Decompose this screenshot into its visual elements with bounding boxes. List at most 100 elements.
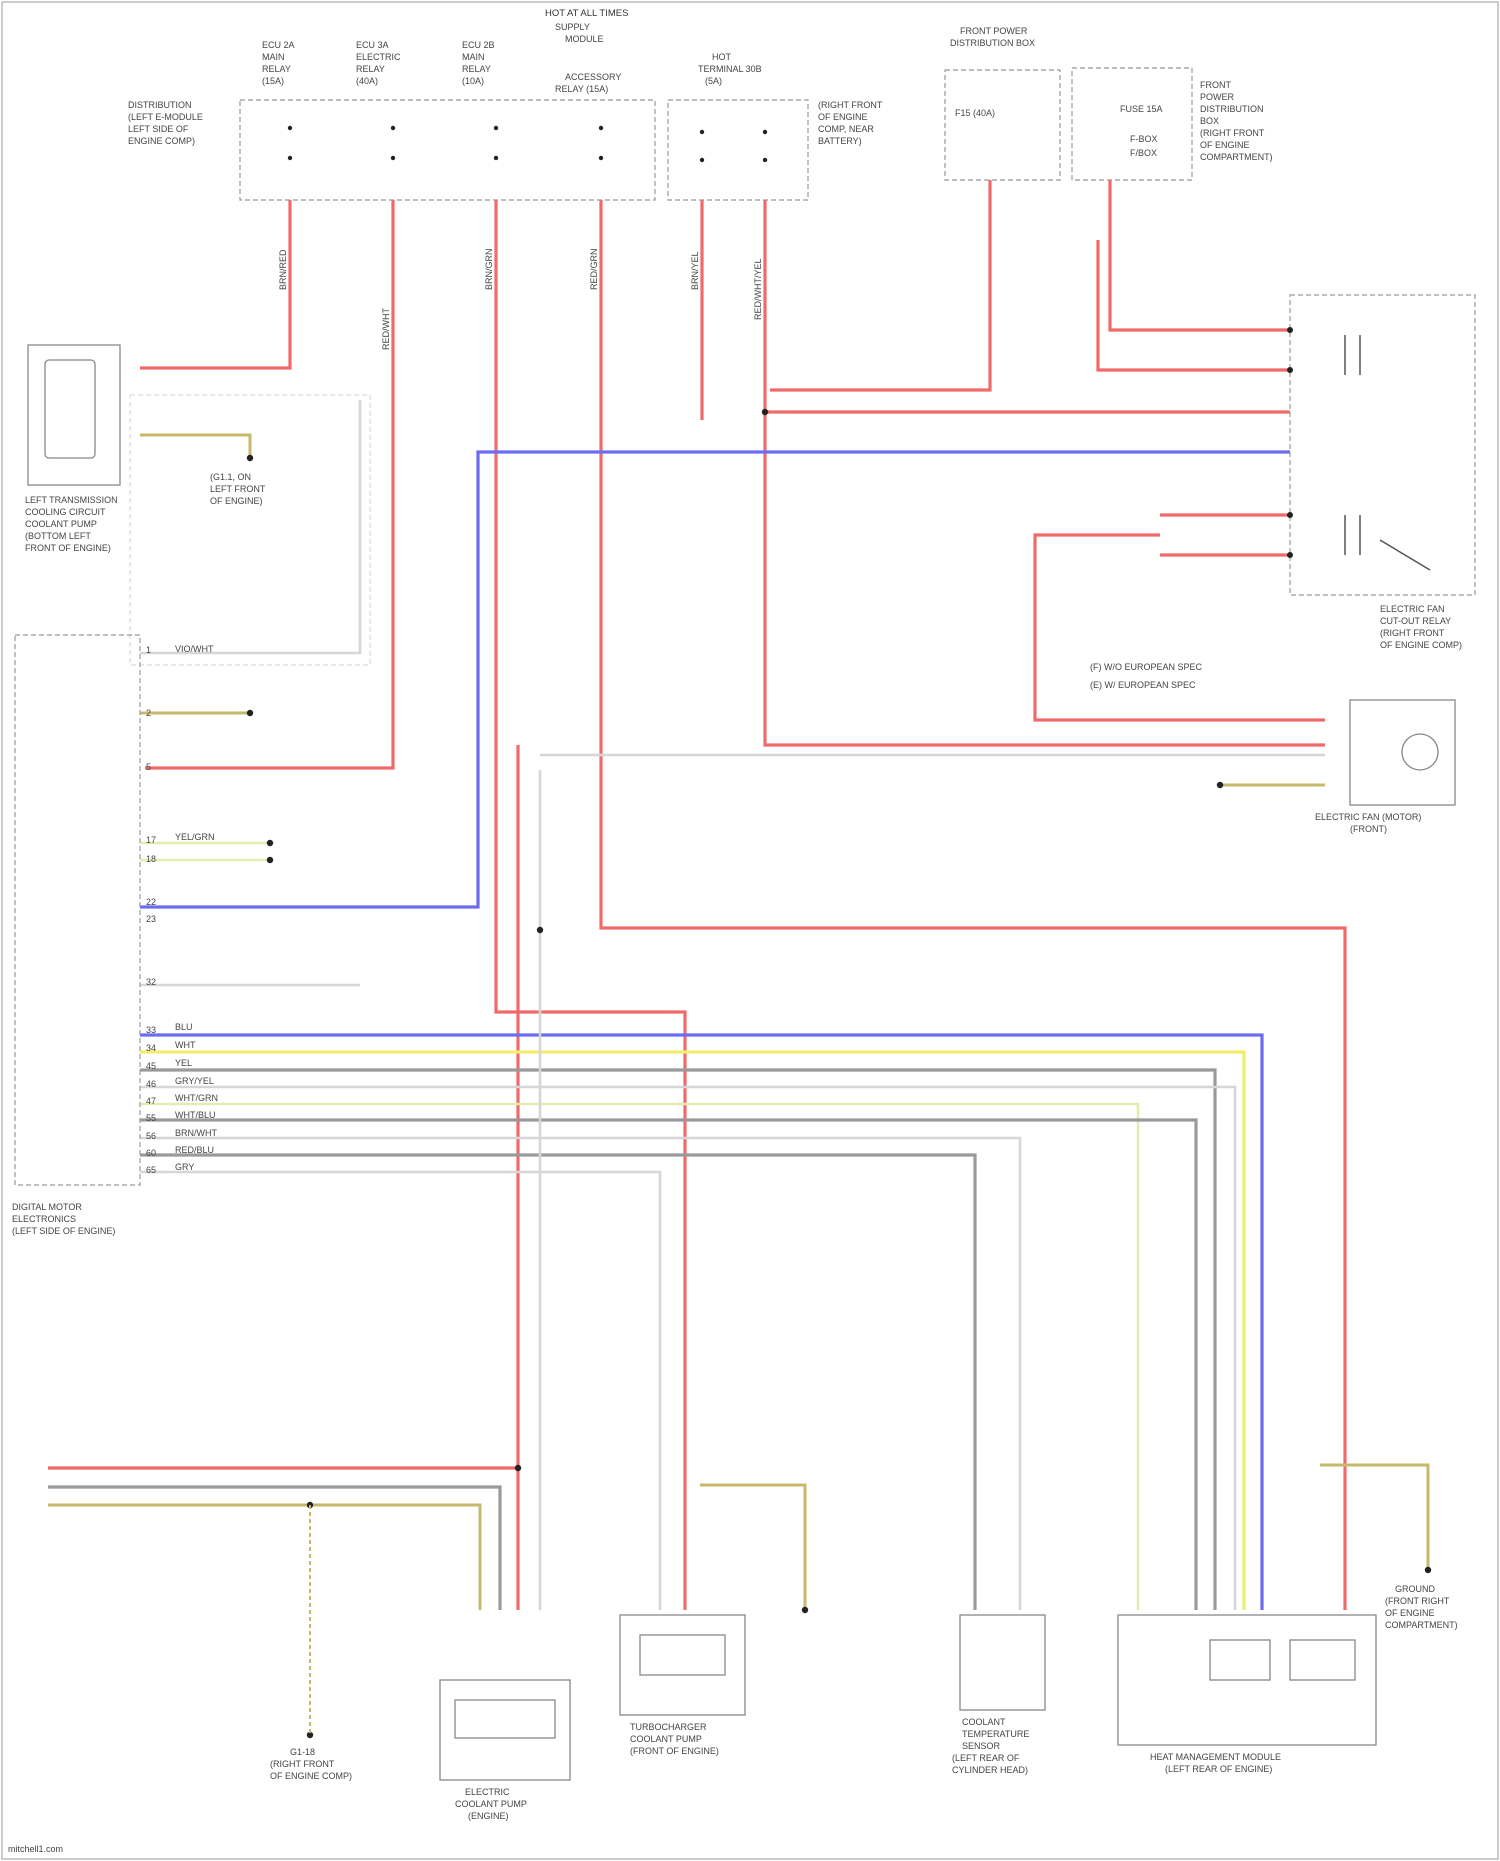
left-ground-label: (G1.1, ON LEFT FRONT OF ENGINE) xyxy=(210,472,266,506)
svg-text:LEFT FRONT: LEFT FRONT xyxy=(210,484,266,494)
relay-box-right-note: (RIGHT FRONT OF ENGINE COMP, NEAR BATTER… xyxy=(818,100,883,146)
svg-text:WHT/BLU: WHT/BLU xyxy=(175,1110,216,1120)
left-coolant-pump-box xyxy=(28,345,120,485)
svg-text:TEMPERATURE: TEMPERATURE xyxy=(962,1729,1029,1739)
svg-text:RED/WHT: RED/WHT xyxy=(381,308,391,350)
svg-text:65: 65 xyxy=(146,1165,156,1175)
svg-text:BRN/WHT: BRN/WHT xyxy=(175,1128,217,1138)
subtitle-supply: SUPPLY xyxy=(555,22,590,32)
svg-text:ELECTRIC: ELECTRIC xyxy=(465,1787,510,1797)
svg-text:LEFT TRANSMISSION: LEFT TRANSMISSION xyxy=(25,495,118,505)
svg-text:OF ENGINE COMP): OF ENGINE COMP) xyxy=(1380,640,1462,650)
fan-relay-contacts xyxy=(1287,327,1430,570)
electric-fan-label: ELECTRIC FAN (MOTOR) (FRONT) xyxy=(1315,812,1421,834)
svg-text:(ENGINE): (ENGINE) xyxy=(468,1811,509,1821)
svg-text:LEFT SIDE OF: LEFT SIDE OF xyxy=(128,124,189,134)
svg-text:OF ENGINE COMP): OF ENGINE COMP) xyxy=(270,1771,352,1781)
diagram-title: HOT AT ALL TIMES xyxy=(545,8,628,19)
svg-text:34: 34 xyxy=(146,1043,156,1053)
turbo-coolant-pump-label: TURBOCHARGER COOLANT PUMP (FRONT OF ENGI… xyxy=(630,1722,719,1756)
svg-text:WHT/GRN: WHT/GRN xyxy=(175,1093,218,1103)
svg-text:BATTERY): BATTERY) xyxy=(818,136,862,146)
svg-text:33: 33 xyxy=(146,1025,156,1035)
svg-text:(RIGHT FRONT: (RIGHT FRONT xyxy=(1200,128,1265,138)
svg-text:RED/GRN: RED/GRN xyxy=(589,248,599,290)
svg-text:32: 32 xyxy=(146,977,156,987)
svg-text:TERMINAL 30B: TERMINAL 30B xyxy=(698,64,762,74)
wires-yellow xyxy=(48,435,1428,1610)
junction-dots xyxy=(247,409,1431,1738)
svg-text:COMPARTMENT): COMPARTMENT) xyxy=(1385,1620,1458,1630)
svg-text:BRN/GRN: BRN/GRN xyxy=(484,248,494,290)
svg-text:ELECTRIC: ELECTRIC xyxy=(356,52,401,62)
svg-text:HOT: HOT xyxy=(712,52,732,62)
svg-text:RELAY: RELAY xyxy=(356,64,385,74)
svg-text:18: 18 xyxy=(146,854,156,864)
bottom-left-ground-label: G1-18 (RIGHT FRONT OF ENGINE COMP) xyxy=(270,1747,352,1781)
svg-text:COMPARTMENT): COMPARTMENT) xyxy=(1200,152,1273,162)
svg-text:OF ENGINE): OF ENGINE) xyxy=(210,496,263,506)
svg-text:(RIGHT FRONT: (RIGHT FRONT xyxy=(818,100,883,110)
svg-text:YEL: YEL xyxy=(175,1058,192,1068)
svg-text:ACCESSORY: ACCESSORY xyxy=(565,72,621,82)
footer-source: mitchell1.com xyxy=(8,1844,63,1854)
svg-text:5: 5 xyxy=(146,762,151,772)
svg-text:RELAY (15A): RELAY (15A) xyxy=(555,84,608,94)
fan-relay-label: ELECTRIC FAN CUT-OUT RELAY (RIGHT FRONT … xyxy=(1380,604,1462,650)
heat-management-valve-1 xyxy=(1210,1640,1270,1680)
turbo-coolant-pump-symbol xyxy=(640,1635,725,1675)
coolant-temp-sensor-label: COOLANT TEMPERATURE SENSOR (LEFT REAR OF… xyxy=(952,1717,1029,1775)
svg-text:ENGINE COMP): ENGINE COMP) xyxy=(128,136,195,146)
electric-coolant-pump-symbol xyxy=(455,1700,555,1738)
svg-text:ELECTRONICS: ELECTRONICS xyxy=(12,1214,76,1224)
svg-text:45: 45 xyxy=(146,1061,156,1071)
svg-text:COOLANT PUMP: COOLANT PUMP xyxy=(630,1734,702,1744)
svg-text:YEL/GRN: YEL/GRN xyxy=(175,832,215,842)
svg-text:46: 46 xyxy=(146,1079,156,1089)
svg-text:MAIN: MAIN xyxy=(262,52,285,62)
svg-text:CYLINDER HEAD): CYLINDER HEAD) xyxy=(952,1765,1028,1775)
front-power-box-label: FRONT POWER DISTRIBUTION BOX F15 (40A) xyxy=(950,26,1035,118)
svg-text:(FRONT): (FRONT) xyxy=(1350,824,1387,834)
svg-text:HEAT MANAGEMENT MODULE: HEAT MANAGEMENT MODULE xyxy=(1150,1752,1281,1762)
svg-text:23: 23 xyxy=(146,914,156,924)
svg-text:BRN/RED: BRN/RED xyxy=(278,249,288,290)
svg-text:MAIN: MAIN xyxy=(462,52,485,62)
svg-text:COOLANT PUMP: COOLANT PUMP xyxy=(25,519,97,529)
svg-text:(10A): (10A) xyxy=(462,76,484,86)
terminal-box xyxy=(668,100,808,200)
wires-blue xyxy=(140,452,1290,1610)
svg-text:POWER: POWER xyxy=(1200,92,1235,102)
fuse-box-right xyxy=(1072,68,1192,180)
fuse-contacts xyxy=(288,126,767,162)
svg-text:(LEFT SIDE OF ENGINE): (LEFT SIDE OF ENGINE) xyxy=(12,1226,115,1236)
heat-management-module-label: HEAT MANAGEMENT MODULE (LEFT REAR OF ENG… xyxy=(1150,1752,1281,1774)
svg-text:BLU: BLU xyxy=(175,1022,193,1032)
svg-text:GROUND: GROUND xyxy=(1395,1584,1435,1594)
svg-text:GRY/YEL: GRY/YEL xyxy=(175,1076,214,1086)
svg-text:(FRONT RIGHT: (FRONT RIGHT xyxy=(1385,1596,1450,1606)
svg-text:CUT-OUT RELAY: CUT-OUT RELAY xyxy=(1380,616,1451,626)
svg-text:(15A): (15A) xyxy=(262,76,284,86)
svg-text:ELECTRIC FAN (MOTOR): ELECTRIC FAN (MOTOR) xyxy=(1315,812,1421,822)
right-ground-label: GROUND (FRONT RIGHT OF ENGINE COMPARTMEN… xyxy=(1385,1584,1458,1630)
svg-text:RELAY: RELAY xyxy=(462,64,491,74)
svg-text:2: 2 xyxy=(146,708,151,718)
svg-text:(LEFT REAR OF: (LEFT REAR OF xyxy=(952,1753,1020,1763)
relay-r1-label: ECU 2A MAIN RELAY (15A) xyxy=(262,40,295,86)
fan-relay-notes: (F) W/O EUROPEAN SPEC (E) W/ EUROPEAN SP… xyxy=(1090,662,1203,690)
coolant-temp-sensor-box xyxy=(960,1615,1045,1710)
svg-text:FRONT OF ENGINE): FRONT OF ENGINE) xyxy=(25,543,111,553)
svg-text:(5A): (5A) xyxy=(705,76,722,86)
relay-r2-label: ECU 3A ELECTRIC RELAY (40A) xyxy=(356,40,401,86)
svg-text:(F) W/O EUROPEAN SPEC: (F) W/O EUROPEAN SPEC xyxy=(1090,662,1203,672)
svg-text:56: 56 xyxy=(146,1131,156,1141)
relay-r3-label: ECU 2B MAIN RELAY (10A) xyxy=(462,40,495,86)
svg-text:(E) W/ EUROPEAN SPEC: (E) W/ EUROPEAN SPEC xyxy=(1090,680,1196,690)
svg-text:SENSOR: SENSOR xyxy=(962,1741,1001,1751)
turbo-coolant-pump-box xyxy=(620,1615,745,1715)
svg-text:F/BOX: F/BOX xyxy=(1130,148,1157,158)
